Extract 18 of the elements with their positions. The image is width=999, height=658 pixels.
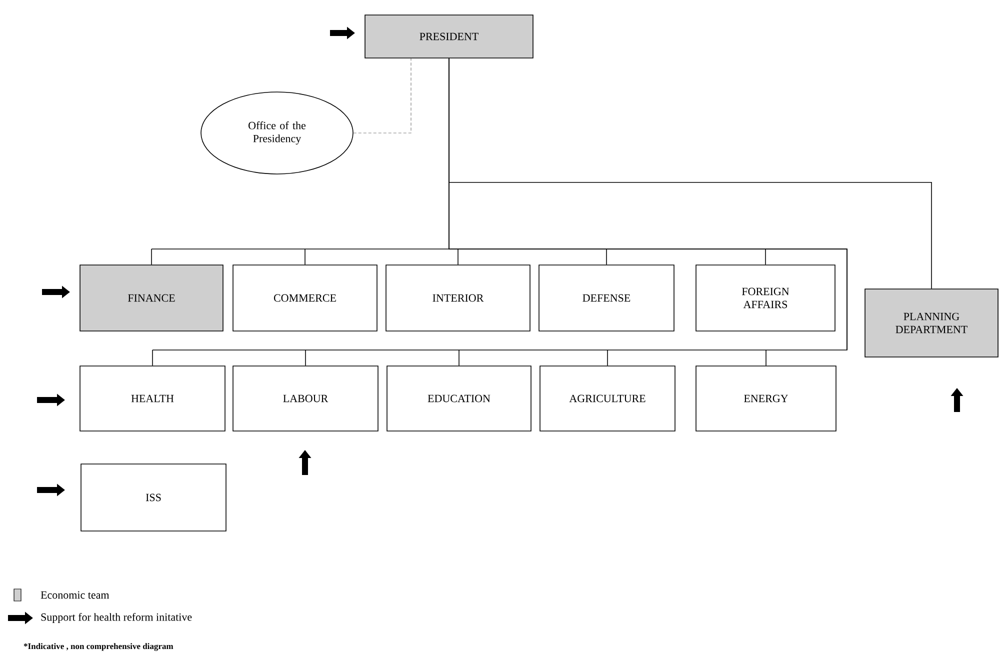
unit-box: LABOUR	[232, 366, 378, 432]
unit-box: ENERGY	[696, 366, 836, 432]
unit-box: ISS	[80, 464, 226, 532]
unit-box: COMMERCE	[232, 264, 378, 332]
unit-box: PLANNING DEPARTMENT	[864, 288, 998, 358]
unit-box: INTERIOR	[386, 264, 530, 332]
unit-box: DEFENSE	[538, 264, 674, 332]
connector-line	[353, 58, 412, 134]
unit-box: EDUCATION	[386, 366, 532, 432]
legend-label: Economic team	[40, 591, 110, 599]
unit-box: FINANCE	[80, 264, 224, 332]
ellipse-node: Office of the Presidency	[200, 92, 354, 174]
unit-box: FOREIGN AFFAIRS	[696, 264, 836, 332]
unit-box: HEALTH	[80, 366, 226, 432]
unit-box: PRESIDENT	[364, 14, 534, 58]
legend-label: Support for health reform initative	[41, 612, 192, 624]
footnote: *Indicative , non comprehensive diagram	[24, 643, 174, 651]
unit-box: AGRICULTURE	[540, 366, 676, 432]
